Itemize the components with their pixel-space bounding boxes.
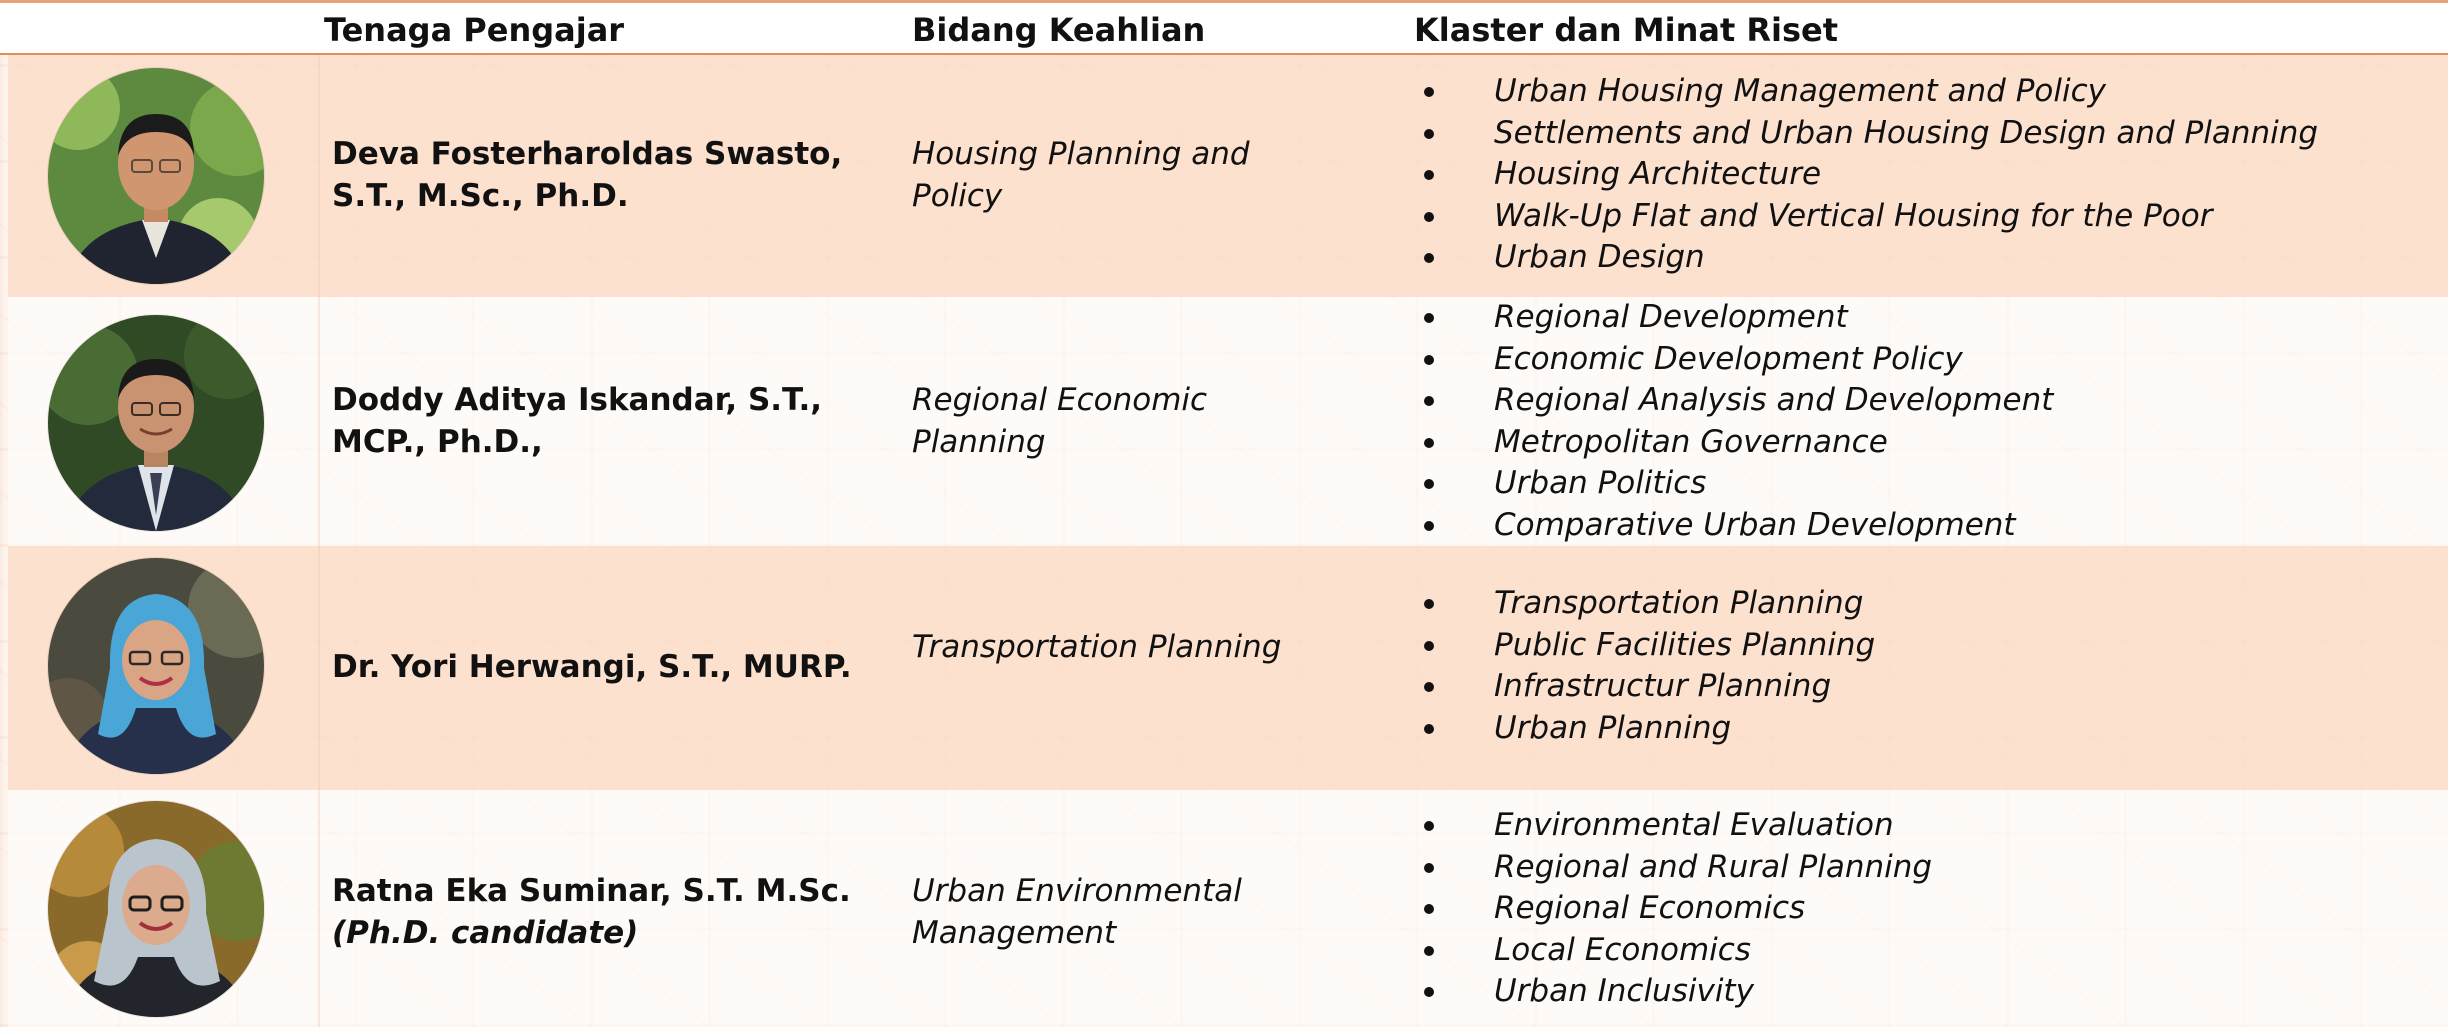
list-item: Public Facilities Planning xyxy=(1416,625,1875,667)
list-item: Economic Development Policy xyxy=(1416,339,2053,381)
avatar xyxy=(48,801,264,1017)
table-row: Dr. Yori Herwangi, S.T., MURP. Transport… xyxy=(8,546,2448,790)
lecturer-name: Doddy Aditya Iskandar, S.T., MCP., Ph.D.… xyxy=(332,382,823,460)
list-item: Urban Planning xyxy=(1416,708,1875,750)
column-divider xyxy=(318,546,320,790)
list-item: Metropolitan Governance xyxy=(1416,422,2053,464)
research-topics-list: Urban Housing Management and Policy Sett… xyxy=(1416,71,2318,279)
list-item: Housing Architecture xyxy=(1416,154,2318,196)
column-divider xyxy=(318,297,320,546)
lecturer-name: Deva Fosterharoldas Swasto, S.T., M.Sc.,… xyxy=(332,136,843,214)
candidate-note: (Ph.D. candidate) xyxy=(332,915,639,951)
list-item: Settlements and Urban Housing Design and… xyxy=(1416,113,2318,155)
list-item: Urban Design xyxy=(1416,237,2318,279)
research-topics-list: Regional Development Economic Developmen… xyxy=(1416,297,2053,546)
expertise-field: Housing Planning and Policy xyxy=(912,136,1250,214)
avatar xyxy=(48,558,264,774)
table-header: Tenaga Pengajar Bidang Keahlian Klaster … xyxy=(0,3,2448,55)
header-lecturer: Tenaga Pengajar xyxy=(324,11,625,49)
lecturer-name: Dr. Yori Herwangi, S.T., MURP. xyxy=(332,649,852,685)
avatar xyxy=(48,68,264,284)
header-research: Klaster dan Minat Riset xyxy=(1414,11,1839,49)
list-item: Transportation Planning xyxy=(1416,583,1875,625)
top-border xyxy=(0,0,2448,3)
list-item: Walk-Up Flat and Vertical Housing for th… xyxy=(1416,196,2318,238)
list-item: Regional and Rural Planning xyxy=(1416,847,1932,889)
list-item: Infrastructur Planning xyxy=(1416,666,1875,708)
avatar xyxy=(48,315,264,531)
list-item: Urban Housing Management and Policy xyxy=(1416,71,2318,113)
list-item: Regional Analysis and Development xyxy=(1416,380,2053,422)
list-item: Local Economics xyxy=(1416,930,1932,972)
table-row: Doddy Aditya Iskandar, S.T., MCP., Ph.D.… xyxy=(8,297,2448,546)
expertise-field: Transportation Planning xyxy=(912,629,1282,665)
table-row: Ratna Eka Suminar, S.T. M.Sc. (Ph.D. can… xyxy=(8,790,2448,1027)
table-row: Deva Fosterharoldas Swasto, S.T., M.Sc.,… xyxy=(8,55,2448,297)
list-item: Comparative Urban Development xyxy=(1416,505,2053,547)
list-item: Regional Economics xyxy=(1416,888,1932,930)
list-item: Environmental Evaluation xyxy=(1416,805,1932,847)
expertise-field: Urban Environmental Management xyxy=(912,873,1242,951)
research-topics-list: Transportation Planning Public Facilitie… xyxy=(1416,583,1875,749)
column-divider xyxy=(318,790,320,1027)
header-expertise: Bidang Keahlian xyxy=(912,11,1206,49)
research-topics-list: Environmental Evaluation Regional and Ru… xyxy=(1416,805,1932,1013)
list-item: Regional Development xyxy=(1416,297,2053,339)
list-item: Urban Inclusivity xyxy=(1416,971,1932,1013)
list-item: Urban Politics xyxy=(1416,463,2053,505)
column-divider xyxy=(318,55,320,297)
expertise-field: Regional Economic Planning xyxy=(912,382,1208,460)
lecturer-name: Ratna Eka Suminar, S.T. M.Sc. (Ph.D. can… xyxy=(332,870,892,954)
